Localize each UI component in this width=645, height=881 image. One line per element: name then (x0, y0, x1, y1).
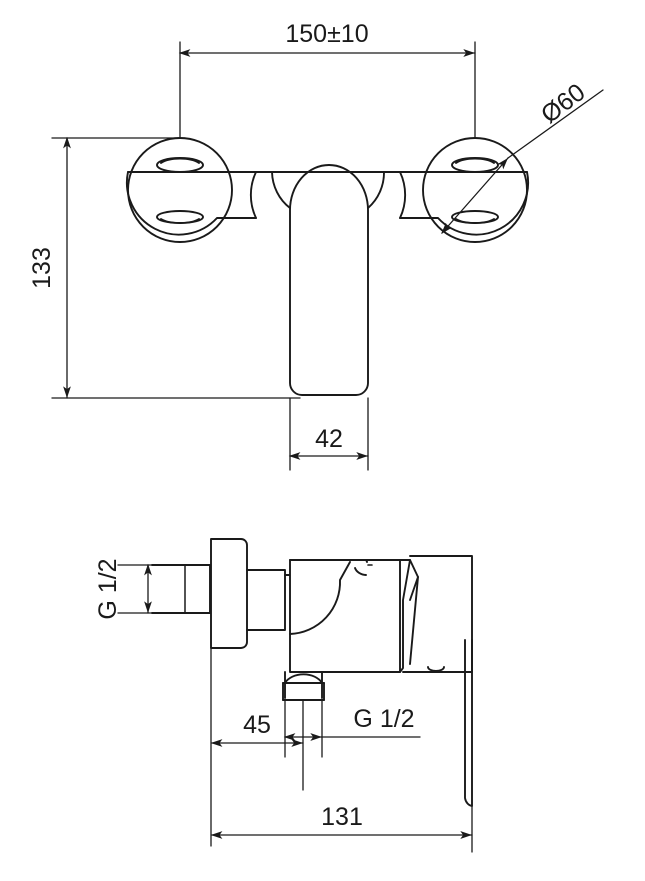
right-escutcheon-circle (422, 137, 528, 243)
body-shoulder-top (289, 559, 368, 563)
left-screw-boss-upper-inner (160, 157, 200, 164)
body-contour-sweep (289, 561, 351, 635)
front-view-dimensions (51, 41, 604, 471)
dim-label-g12-outlet: G 1/2 (353, 705, 414, 733)
handle-cap-inner-edge (409, 576, 419, 665)
left-screw-boss-lower-inner (160, 218, 200, 224)
dim-line-d60-arrowed (441, 157, 509, 234)
side-view-dimensions (117, 563, 473, 853)
body-right-swell (399, 171, 407, 219)
left-escutcheon-circle (127, 137, 233, 243)
body-bar-right-cap (399, 171, 530, 236)
cap-indicator-dimple (427, 666, 445, 672)
dim-label-d60: Ø60 (536, 78, 591, 129)
inlet-nipple (151, 564, 211, 614)
dimension-text-layer: 150±10 133 42 Ø60 G 1/2 G 1/2 45 131 (28, 20, 590, 831)
handle-cap-outline (402, 555, 473, 673)
dim-label-45: 45 (243, 711, 271, 739)
leader-line-d60 (507, 89, 604, 159)
side-view-geometry (151, 538, 473, 847)
lever-handle-outline (289, 164, 369, 396)
outlet-dome-cap (284, 673, 323, 684)
lever-blade (464, 639, 473, 807)
body-left-swell-inner (271, 171, 291, 209)
dim-label-131: 131 (321, 803, 363, 831)
dim-label-150: 150±10 (285, 20, 368, 48)
dim-label-42: 42 (315, 425, 343, 453)
dim-label-g12-inlet: G 1/2 (94, 558, 122, 619)
front-view-geometry (125, 137, 530, 396)
dim-label-133: 133 (28, 247, 56, 289)
body-neck (246, 569, 286, 631)
right-screw-boss-upper (451, 157, 499, 173)
body-contour-notch (354, 567, 367, 576)
escutcheon-flange-plate (210, 538, 248, 649)
right-screw-boss-lower-inner (455, 218, 495, 224)
handle-hub-transition (399, 559, 411, 673)
body-right-swell-inner (367, 171, 385, 209)
body-bar-left-cap (125, 171, 257, 236)
left-screw-boss-upper (156, 157, 204, 173)
body-left-swell (249, 171, 257, 219)
